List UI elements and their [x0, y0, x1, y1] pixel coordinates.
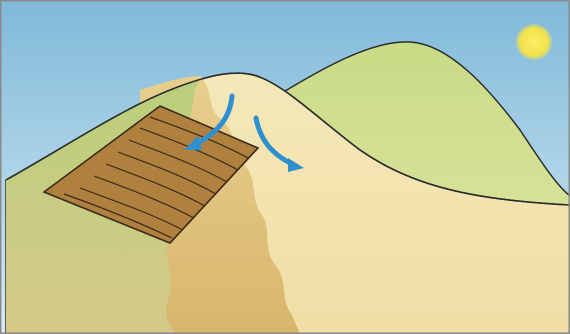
- sun-icon: [516, 24, 552, 60]
